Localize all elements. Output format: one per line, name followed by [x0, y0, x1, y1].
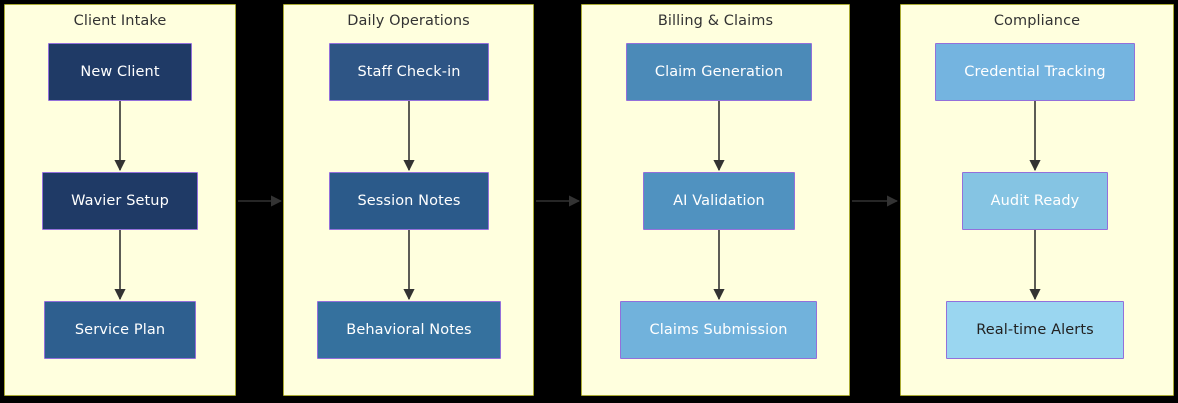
node-audit-ready[interactable]: Audit Ready: [962, 172, 1108, 230]
node-wavier-setup[interactable]: Wavier Setup: [42, 172, 198, 230]
node-claims-submission[interactable]: Claims Submission: [620, 301, 817, 359]
node-real-time-alerts[interactable]: Real-time Alerts: [946, 301, 1124, 359]
node-session-notes[interactable]: Session Notes: [329, 172, 489, 230]
node-label-real-time-alerts: Real-time Alerts: [976, 322, 1094, 338]
node-label-behavioral-notes: Behavioral Notes: [346, 322, 472, 338]
node-label-ai-validation: AI Validation: [673, 193, 765, 209]
node-label-session-notes: Session Notes: [357, 193, 461, 209]
node-claim-generation[interactable]: Claim Generation: [626, 43, 812, 101]
subgraph-title-client-intake: Client Intake: [73, 13, 167, 29]
node-behavioral-notes[interactable]: Behavioral Notes: [317, 301, 501, 359]
node-label-credential-tracking: Credential Tracking: [964, 64, 1106, 80]
subgraph-title-billing-claims: Billing & Claims: [657, 13, 774, 29]
node-service-plan[interactable]: Service Plan: [44, 301, 196, 359]
subgraph-title-daily-operations: Daily Operations: [347, 13, 470, 29]
node-label-claim-generation: Claim Generation: [654, 64, 784, 80]
node-credential-tracking[interactable]: Credential Tracking: [935, 43, 1135, 101]
node-label-service-plan: Service Plan: [74, 322, 166, 338]
node-ai-validation[interactable]: AI Validation: [643, 172, 795, 230]
node-label-staff-check-in: Staff Check-in: [357, 64, 461, 80]
node-label-new-client: New Client: [80, 64, 160, 80]
node-label-wavier-setup: Wavier Setup: [71, 193, 169, 209]
node-staff-check-in[interactable]: Staff Check-in: [329, 43, 489, 101]
node-label-claims-submission: Claims Submission: [649, 322, 788, 338]
node-label-audit-ready: Audit Ready: [990, 193, 1080, 209]
subgraph-title-compliance: Compliance: [993, 13, 1081, 29]
node-new-client[interactable]: New Client: [48, 43, 192, 101]
